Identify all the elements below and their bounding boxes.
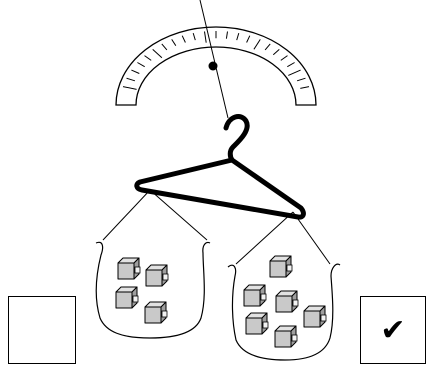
scale-tick — [280, 55, 288, 61]
cube-icon — [245, 312, 269, 335]
bag-strings — [102, 189, 331, 265]
coat-hanger-icon — [134, 114, 306, 220]
scale-tick — [288, 69, 301, 76]
scale-tick — [192, 32, 196, 41]
cube-icon — [274, 325, 298, 348]
scale-tick — [264, 43, 271, 51]
scale-tick — [253, 39, 261, 50]
scale-tick — [144, 55, 152, 61]
scale-tick — [272, 49, 280, 56]
scale-tick — [152, 49, 163, 59]
checkmark-icon: ✔ — [380, 312, 406, 348]
scale-tick — [131, 69, 140, 74]
cube-icon — [144, 301, 168, 324]
answer-box-right[interactable]: ✔ — [360, 296, 426, 364]
scale-tick — [204, 31, 207, 43]
scale-tick — [161, 43, 168, 51]
cube-icon — [117, 257, 141, 280]
cube-icon — [275, 290, 299, 313]
cube-icon — [145, 264, 169, 287]
scale-tick — [225, 31, 228, 39]
scale-tick — [287, 62, 295, 68]
scale-needle-icon — [199, 0, 229, 119]
cube-icon — [303, 305, 327, 328]
spring-scale-dial-icon — [115, 26, 317, 106]
cube-icon — [269, 255, 293, 278]
scale-ticks — [122, 31, 310, 90]
cube-icon — [243, 284, 267, 307]
scale-tick — [181, 35, 186, 43]
scale-tick — [296, 77, 306, 82]
scale-tick — [300, 86, 310, 89]
scale-tick — [171, 39, 177, 46]
answer-box-left[interactable] — [8, 296, 76, 364]
scale-tick — [246, 35, 251, 43]
answer-mark-left — [9, 297, 75, 363]
scale-tick — [126, 77, 136, 82]
cube-icon — [115, 286, 139, 309]
scale-tick — [137, 62, 145, 68]
scale-tick — [122, 86, 137, 90]
cubes-layer — [115, 255, 327, 348]
left-bag — [95, 241, 211, 339]
scale-tick — [236, 32, 240, 41]
